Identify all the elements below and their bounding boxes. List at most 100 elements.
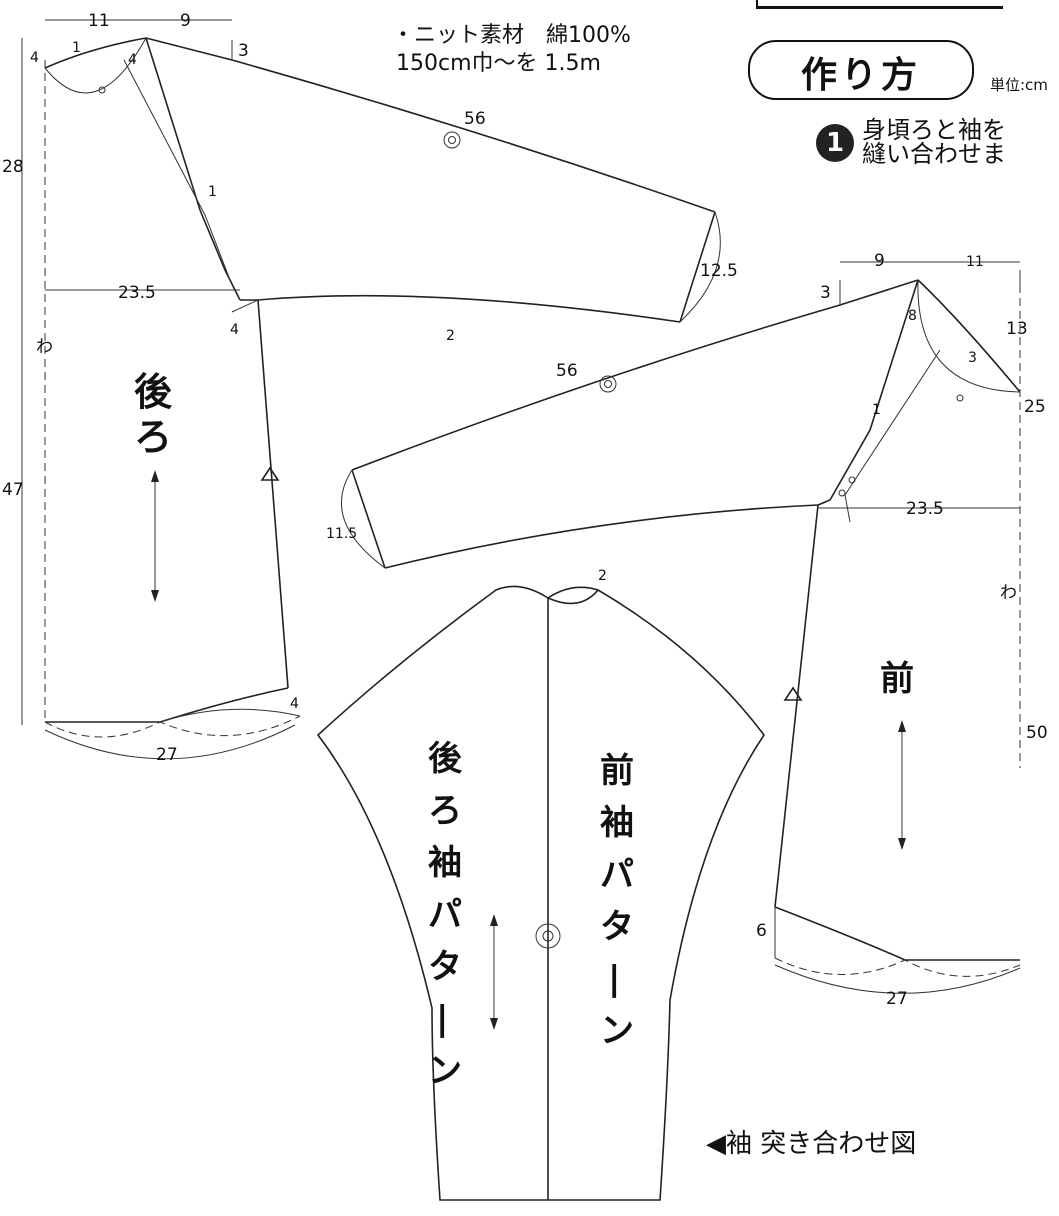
back-hem-curve bbox=[44, 715, 301, 738]
back-dim-hem-side: 4 bbox=[290, 696, 299, 712]
front-dim-armhole-ease: 1 bbox=[872, 402, 881, 418]
front-side-seam bbox=[774, 504, 819, 908]
material-line-1: ・ニット素材 綿100% bbox=[392, 23, 631, 48]
back-dim-sleeve-length: 56 bbox=[464, 109, 486, 129]
front-dim-sleeve-length: 56 bbox=[556, 361, 578, 381]
front-hem-dim bbox=[774, 964, 1021, 994]
front-dim-hem: 27 bbox=[886, 989, 908, 1009]
front-dim-underarm-curve: 2 bbox=[598, 568, 607, 584]
back-dim-side-upper: 28 bbox=[2, 157, 24, 177]
unit-label: 単位:cm bbox=[990, 76, 1048, 94]
front-dim-neck-a: 8 bbox=[908, 308, 917, 324]
front-neck-point-icon bbox=[956, 394, 964, 402]
svg-text:|: | bbox=[608, 959, 620, 999]
front-dim-side-upper: 25 bbox=[1024, 397, 1046, 417]
front-dim-drop: 3 bbox=[820, 283, 831, 303]
front-dim-side-lower: 50 bbox=[1026, 723, 1048, 743]
back-raglan-guide bbox=[123, 59, 231, 281]
back-sleeve-underarm bbox=[240, 294, 681, 323]
back-dim-hem: 27 bbox=[156, 745, 178, 765]
front-neckline bbox=[917, 279, 1021, 393]
back-dim-underarm: 4 bbox=[230, 322, 239, 338]
back-dim-top-right: 9 bbox=[180, 11, 191, 31]
back-dim-cuff: 12.5 bbox=[700, 261, 738, 281]
front-dim-neck-c: 3 bbox=[968, 350, 977, 366]
front-dim-hem-side: 6 bbox=[756, 921, 767, 941]
front-cuff bbox=[351, 469, 386, 569]
front-hem-curve bbox=[774, 957, 1021, 977]
svg-text:タ: タ bbox=[428, 947, 462, 987]
front-bodice-piece bbox=[340, 261, 1021, 994]
front-sleeve-top bbox=[351, 279, 919, 471]
front-dim-top-left: 9 bbox=[874, 251, 885, 271]
header-top-bar bbox=[756, 0, 1003, 9]
svg-text:|: | bbox=[436, 999, 448, 1039]
front-dim-width: 23.5 bbox=[906, 499, 944, 519]
svg-text:袖: 袖 bbox=[428, 843, 462, 883]
instructions-header: 作り方 bbox=[748, 40, 974, 100]
back-raglan-line bbox=[145, 37, 241, 301]
back-dim-underarm-curve: 2 bbox=[446, 328, 455, 344]
back-dim-neck-a: 1 bbox=[72, 40, 81, 56]
svg-text:袖: 袖 bbox=[600, 803, 634, 843]
back-dim-drop: 3 bbox=[238, 41, 249, 61]
sleeve-cap bbox=[547, 589, 599, 605]
svg-text:ン: ン bbox=[428, 1051, 462, 1091]
front-dim-neck-b: 13 bbox=[1006, 319, 1028, 339]
back-cuff bbox=[679, 211, 716, 323]
sleeve-joining-diagram bbox=[316, 585, 765, 1201]
front-raglan-guide bbox=[844, 349, 941, 523]
back-dimensions: 11 9 1 4 4 3 56 1 12.5 23.5 4 2 28 47 4 … bbox=[2, 11, 738, 765]
back-sleeve-pattern-label: 後 ろ 袖 パ タ | ン bbox=[428, 739, 463, 1091]
step-line-1: 身頃ろと袖を bbox=[862, 116, 1006, 144]
sleeve-outline bbox=[316, 585, 765, 1201]
step-line-2: 縫い合わせま bbox=[862, 140, 1006, 168]
back-fold-label: わ bbox=[36, 337, 53, 357]
front-sleeve-pattern-label: 前 袖 パ タ | ン bbox=[600, 751, 634, 1051]
back-hem-line bbox=[159, 708, 301, 723]
svg-text:ろ: ろ bbox=[428, 791, 462, 831]
material-line-2: 150cm巾～を 1.5m bbox=[396, 51, 601, 76]
back-sleeve-mark-icon bbox=[443, 131, 461, 149]
front-sleeve-mark-icon bbox=[599, 375, 617, 393]
back-dim-top-left: 11 bbox=[88, 11, 110, 31]
back-dim-neck-c: 4 bbox=[128, 52, 137, 68]
back-label-top: 後 bbox=[134, 370, 173, 414]
step-number-badge: 1 bbox=[816, 124, 854, 162]
back-bodice-piece bbox=[21, 37, 721, 760]
back-hem bbox=[45, 687, 289, 723]
front-label: 前 bbox=[880, 659, 914, 699]
material-note: ・ニット素材 綿100% 150cm巾～を 1.5m bbox=[392, 22, 631, 78]
back-neckline bbox=[44, 37, 147, 69]
svg-text:ン: ン bbox=[600, 1011, 634, 1051]
front-dim-top-right: 11 bbox=[966, 254, 984, 270]
back-hem-dim bbox=[44, 724, 296, 760]
front-notch-triangle bbox=[783, 686, 803, 701]
back-dim-armhole-ease: 1 bbox=[208, 184, 217, 200]
back-dim-side-lower: 47 bbox=[2, 480, 24, 500]
svg-text:前: 前 bbox=[600, 751, 634, 791]
front-fold-label: わ bbox=[1000, 583, 1017, 603]
sleeve-joining-caption: ◀袖 突き合わせ図 bbox=[706, 1129, 916, 1159]
back-label-bottom: ろ bbox=[134, 415, 172, 459]
instructions-title: 作り方 bbox=[800, 55, 921, 96]
back-underarm-notch bbox=[231, 299, 259, 313]
svg-text:パ: パ bbox=[600, 855, 634, 895]
back-neck-point-icon bbox=[98, 86, 106, 94]
back-dim-neck-b: 4 bbox=[30, 50, 39, 66]
step-description: 身頃ろと袖を 縫い合わせま bbox=[862, 118, 1006, 166]
front-raglan-line bbox=[817, 279, 919, 506]
sleeve-grain-arrow-icon bbox=[490, 914, 498, 1030]
svg-text:後: 後 bbox=[428, 739, 463, 779]
front-cuff-curve bbox=[340, 469, 386, 569]
front-dim-cuff: 11.5 bbox=[326, 526, 357, 542]
svg-text:タ: タ bbox=[600, 907, 634, 947]
back-neck-curve bbox=[44, 37, 147, 94]
back-sleeve-top bbox=[145, 37, 716, 213]
front-neck-curve bbox=[917, 279, 1021, 393]
front-hem bbox=[774, 906, 1020, 961]
front-dimensions: 9 11 3 8 13 3 25 56 1 11.5 23.5 2 50 6 2… bbox=[326, 251, 1048, 1009]
back-notch-triangle bbox=[260, 466, 280, 481]
front-sleeve-underarm bbox=[384, 504, 819, 569]
